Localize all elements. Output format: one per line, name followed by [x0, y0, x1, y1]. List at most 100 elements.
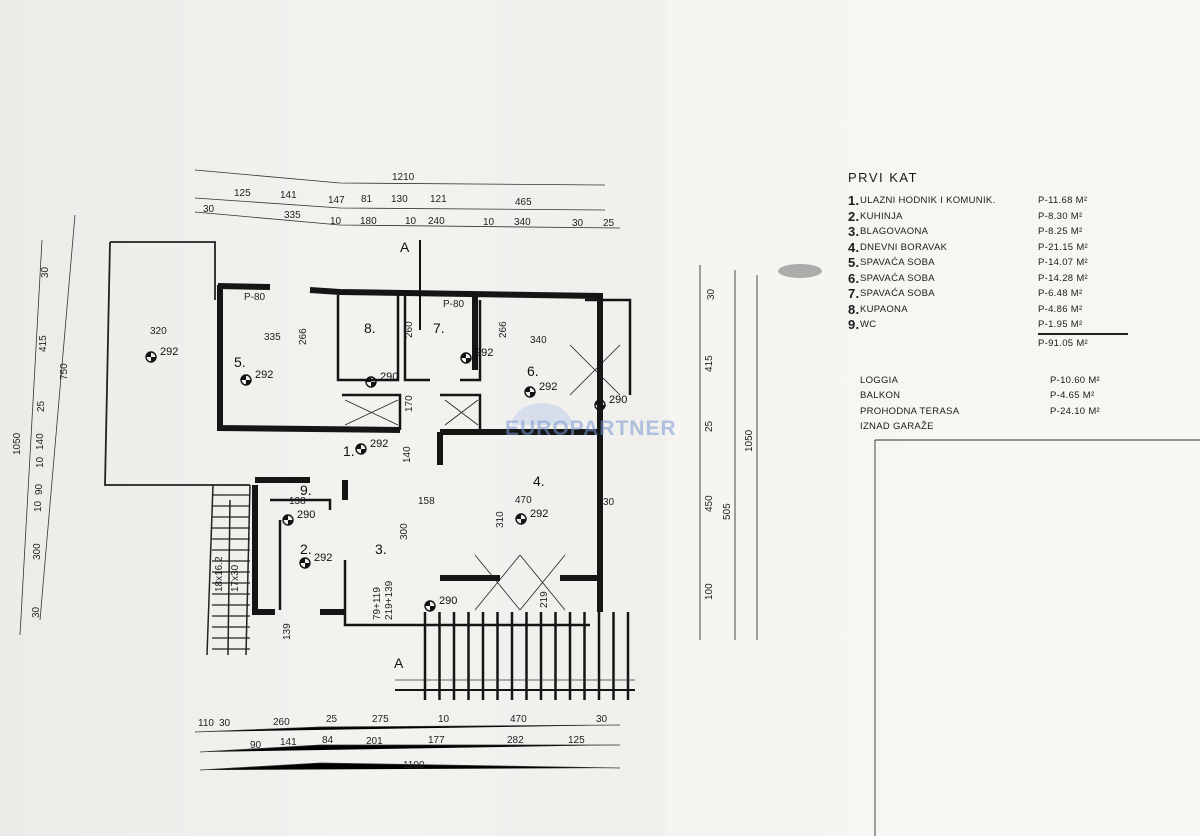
svg-text:147: 147 [328, 195, 345, 206]
svg-text:415: 415 [38, 335, 49, 352]
level-marker: 292 [460, 347, 493, 364]
legend-room-name: DNEVNI BORAVAK [860, 241, 948, 253]
svg-text:10: 10 [483, 217, 495, 228]
watermark-logo [512, 403, 572, 425]
svg-text:30: 30 [203, 204, 215, 215]
svg-text:125: 125 [234, 188, 251, 199]
svg-text:158: 158 [418, 496, 435, 507]
legend-room-num: 8. [848, 301, 860, 317]
legend-room-num: 2. [848, 208, 860, 224]
legend-room-name: KUPAONA [860, 303, 908, 315]
legend-room-num: 5. [848, 255, 860, 271]
svg-text:282: 282 [507, 735, 524, 746]
section-mark-bottom: A [394, 655, 404, 671]
level-markers: 292 292 292 292 292 292 292 290 290 290 290 [145, 346, 627, 612]
watermark: EUROPARTNER [505, 417, 677, 440]
svg-text:30: 30 [572, 218, 584, 229]
svg-text:219+139: 219+139 [384, 580, 395, 620]
legend-room-area: P-4.86 M² [1038, 303, 1083, 315]
legend-extra-name: BALKON [860, 390, 901, 402]
level-marker: 292 [355, 438, 388, 455]
level-value: 292 [539, 381, 557, 393]
legend-room-name: SPAVAĆA SOBA [860, 288, 935, 300]
ink-smudge [778, 264, 822, 278]
svg-text:340: 340 [514, 217, 531, 228]
legend-extra-area: P-24.10 M² [1050, 405, 1100, 417]
svg-text:201: 201 [366, 736, 383, 747]
svg-text:10: 10 [438, 714, 450, 725]
svg-text:1050: 1050 [744, 429, 755, 452]
svg-text:10: 10 [405, 216, 417, 227]
legend-room-area: P-1.95 M² [1038, 319, 1083, 331]
level-marker: 292 [145, 346, 178, 363]
level-value: 292 [314, 552, 332, 564]
walls [217, 283, 603, 615]
legend-extra-area: P-10.60 M² [1050, 374, 1100, 386]
svg-text:90: 90 [250, 740, 262, 751]
svg-text:25: 25 [603, 218, 615, 229]
inner-dims: 335 266 340 266 260 470 300 310 170 140 … [264, 321, 615, 640]
svg-text:25: 25 [704, 420, 715, 432]
svg-text:335: 335 [264, 332, 281, 343]
top-dims-row2: 30 335 10 180 10 240 10 340 30 25 [203, 204, 615, 229]
legend-room-name: SPAVAĆA SOBA [860, 272, 935, 284]
legend-room-num: 6. [848, 270, 860, 286]
level-marker: 292 [299, 552, 332, 569]
legend-extra-area: P-4.65 M² [1050, 390, 1095, 402]
top-dimensions [194, 169, 621, 229]
dim-loggia: 320 [150, 326, 167, 337]
legend-room-name: BLAGOVAONA [860, 226, 929, 238]
svg-text:81: 81 [361, 194, 373, 205]
level-marker: 290 [424, 595, 457, 612]
legend-room-area: P-21.15 M² [1038, 241, 1088, 253]
legend-room-num: 3. [848, 224, 860, 240]
svg-text:140: 140 [35, 433, 46, 450]
left-dims: 30 415 25 140 10 90 10 300 30 750 1050 [12, 266, 70, 618]
closet-crosses [344, 344, 621, 611]
svg-text:30: 30 [596, 714, 608, 725]
level-value: 290 [609, 394, 627, 406]
left-dimension-lines [19, 214, 76, 636]
legend-room-name: SPAVAĆA SOBA [860, 257, 935, 269]
svg-text:139: 139 [282, 623, 293, 640]
legend-room-area: P-11.68 M² [1038, 195, 1088, 207]
legend-room-num: 1. [848, 193, 860, 209]
right-dimension-lines [699, 265, 1200, 836]
balcony-railing [423, 612, 630, 700]
dim-stairs-2: 17x30 [230, 564, 241, 592]
svg-text:84: 84 [322, 735, 334, 746]
svg-text:219: 219 [539, 591, 550, 608]
level-marker: 292 [515, 508, 548, 525]
svg-text:25: 25 [36, 400, 47, 412]
svg-text:240: 240 [428, 216, 445, 227]
level-marker: 292 [240, 369, 273, 386]
svg-text:1050: 1050 [12, 432, 23, 455]
legend-room-area: P-8.30 M² [1038, 210, 1083, 222]
svg-text:275: 275 [372, 714, 389, 725]
legend-room-num: 9. [848, 317, 860, 333]
level-value: 290 [380, 371, 398, 383]
legend-title: PRVI KAT [848, 170, 919, 185]
legend-room-name: ULAZNI HODNIK I KOMUNIK. [860, 195, 996, 207]
svg-text:1.: 1. [343, 443, 355, 459]
legend-extra-row: IZNAD GARAŽE [848, 419, 1148, 435]
svg-text:9.: 9. [300, 482, 312, 498]
room-numbers: 1. 2. 3. 4. 5. 6. 7. 8. 9. [234, 320, 545, 557]
svg-text:25: 25 [326, 714, 338, 725]
svg-text:505: 505 [722, 503, 733, 520]
svg-text:465: 465 [515, 197, 532, 208]
level-marker: 290 [282, 509, 315, 526]
bottom-dimension-lines [194, 724, 621, 771]
section-mark-top: A [400, 239, 410, 255]
svg-text:300: 300 [32, 543, 43, 560]
dim-overall-top: 1210 [392, 172, 415, 183]
svg-text:4.: 4. [533, 473, 545, 489]
right-dims: 30 415 25 450 100 1050 505 [704, 288, 755, 600]
